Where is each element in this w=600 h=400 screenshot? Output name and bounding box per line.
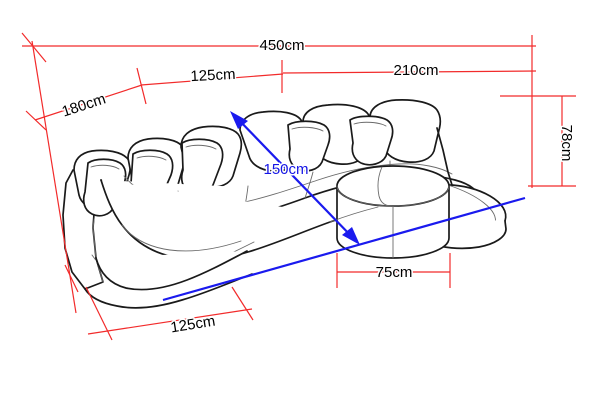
ext-line-left-long xyxy=(31,40,77,314)
dim-180-tick-right xyxy=(136,67,147,105)
ottoman-top-seam-v xyxy=(377,166,394,207)
label-450cm: 450cm xyxy=(259,37,304,54)
dimension-lines-blue xyxy=(162,111,526,302)
sofa-pillow-4-seam xyxy=(291,126,324,132)
dim-150-arrowhead-bottom xyxy=(342,227,360,245)
label-125cm-top: 125cm xyxy=(190,66,236,85)
sofa-pillow-3-seam xyxy=(185,144,217,150)
dim-125-bottom-tick-right xyxy=(231,286,254,321)
dimension-lines-red xyxy=(21,32,576,341)
sofa-pillow-1-seam xyxy=(90,164,120,170)
label-125cm-bottom: 125cm xyxy=(169,313,216,337)
sofa-pillow-5 xyxy=(349,115,394,166)
sofa-illustration xyxy=(62,99,507,309)
sofa-pillow-2-seam xyxy=(136,155,167,161)
sofa-mid-curve-detail xyxy=(121,224,242,252)
label-78cm: 78cm xyxy=(558,125,575,162)
sofa-base-plinth xyxy=(84,273,253,309)
ext-line-left-tick xyxy=(21,32,47,63)
dim-125-bottom-stub xyxy=(64,264,79,293)
dim-125-bottom-line xyxy=(87,308,253,335)
sofa-pillow-4 xyxy=(287,120,331,172)
dim-150-arrow-shaft xyxy=(235,116,355,240)
dim-150-arrowhead-top xyxy=(230,111,248,129)
ottoman-back-edge xyxy=(336,185,450,207)
dim-125-top-line xyxy=(140,73,284,86)
sofa-right-arm xyxy=(436,127,453,186)
blue-baseline xyxy=(162,196,526,302)
sofa-seat-seam-3 xyxy=(304,171,314,199)
label-210cm: 210cm xyxy=(393,62,438,79)
sofa-right-bench-seam xyxy=(447,184,496,225)
dim-125-bottom-tick-left xyxy=(85,286,113,341)
dim-180-line xyxy=(34,84,143,121)
label-150cm: 150cm xyxy=(263,161,308,178)
sofa-ghost-rear-curve xyxy=(329,206,379,223)
label-180cm: 180cm xyxy=(60,90,108,120)
label-75cm: 75cm xyxy=(376,264,413,281)
sofa-pillow-5-seam xyxy=(353,121,387,127)
sofa-base-left-curve xyxy=(95,250,248,291)
dim-210-line xyxy=(282,70,537,74)
dim-180-tick-left xyxy=(25,110,47,131)
